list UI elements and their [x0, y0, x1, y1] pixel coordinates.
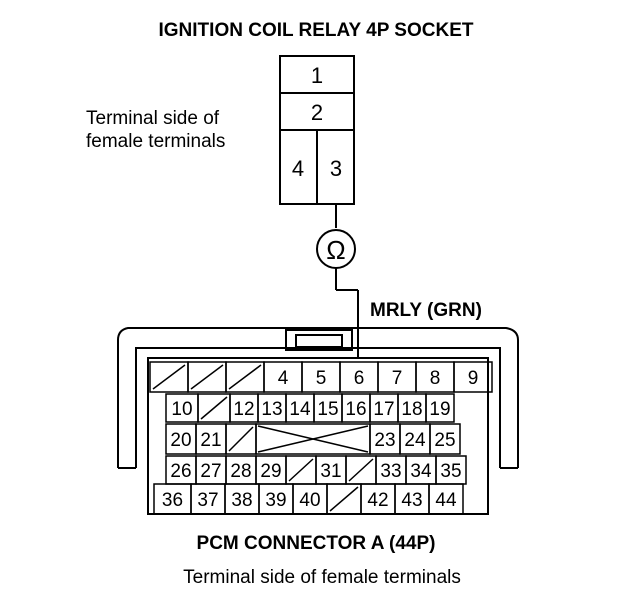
wire-label: MRLY (GRN): [370, 300, 482, 321]
pcm-terminal-25: 25: [434, 430, 455, 451]
pcm-terminal-44: 44: [435, 490, 457, 511]
pcm-terminal-12: 12: [233, 399, 254, 420]
pcm-empty-cell-slash: [200, 396, 228, 420]
pcm-blocked-area-cross: [257, 425, 369, 453]
pcm-empty-cell-slash: [348, 458, 374, 482]
test-lead: [316, 204, 359, 358]
pcm-cell: [429, 423, 461, 455]
pcm-terminal-17: 17: [373, 399, 394, 420]
pcm-terminal-23: 23: [374, 430, 395, 451]
pcm-terminal-9: 9: [468, 368, 479, 389]
relay-terminal-1: 1: [311, 63, 323, 88]
pcm-terminal-13: 13: [261, 399, 282, 420]
pcm-terminal-18: 18: [401, 399, 422, 420]
pcm-terminal-38: 38: [231, 490, 252, 511]
pcm-empty-cell-slash: [228, 426, 254, 452]
pcm-terminal-21: 21: [200, 430, 221, 451]
pcm-empty-cell-slash: [152, 364, 186, 390]
pcm-title: PCM CONNECTOR A (44P): [197, 533, 436, 554]
pcm-empty-cell-slash: [288, 458, 314, 482]
pcm-terminal-6: 6: [354, 368, 365, 389]
relay-terminal-2: 2: [311, 100, 323, 125]
pcm-cell: [428, 483, 464, 515]
pcm-terminal-40: 40: [299, 490, 320, 511]
pcm-connector-housing: [117, 327, 519, 515]
pcm-terminal-43: 43: [401, 490, 422, 511]
pcm-terminal-14: 14: [289, 399, 311, 420]
pcm-empty-cell-slash: [329, 486, 359, 512]
relay-socket: [279, 55, 355, 205]
pcm-terminal-10: 10: [171, 399, 192, 420]
pcm-terminal-36: 36: [162, 490, 183, 511]
pcm-terminal-42: 42: [367, 490, 388, 511]
pcm-cell: [453, 361, 493, 393]
pcm-terminal-24: 24: [404, 430, 426, 451]
relay-title: IGNITION COIL RELAY 4P SOCKET: [159, 20, 474, 41]
pcm-empty-cell-slash: [228, 364, 262, 390]
pcm-terminal-33: 33: [380, 461, 401, 482]
pcm-terminal-39: 39: [265, 490, 286, 511]
pcm-terminal-27: 27: [200, 461, 221, 482]
relay-terminal-3: 3: [330, 156, 342, 181]
pcm-terminal-31: 31: [320, 461, 341, 482]
pcm-terminal-19: 19: [429, 399, 450, 420]
pcm-terminal-16: 16: [345, 399, 366, 420]
relay-side-label-line2: female terminals: [86, 131, 225, 152]
pcm-terminal-8: 8: [430, 368, 441, 389]
relay-terminal-4: 4: [292, 156, 304, 181]
pcm-terminal-34: 34: [410, 461, 432, 482]
pcm-terminal-15: 15: [317, 399, 338, 420]
pcm-terminal-5: 5: [316, 368, 327, 389]
pcm-terminal-28: 28: [230, 461, 251, 482]
ohmmeter-icon: Ω: [326, 235, 345, 265]
pcm-terminal-20: 20: [170, 430, 191, 451]
pcm-terminal-29: 29: [260, 461, 281, 482]
pcm-cell: [425, 393, 455, 423]
pcm-footer: Terminal side of female terminals: [183, 567, 461, 588]
pcm-terminal-35: 35: [440, 461, 461, 482]
pcm-terminal-7: 7: [392, 368, 403, 389]
relay-side-label-line1: Terminal side of: [86, 108, 220, 129]
pcm-terminal-26: 26: [170, 461, 191, 482]
pcm-terminal-37: 37: [197, 490, 218, 511]
pcm-empty-cell-slash: [190, 364, 224, 390]
pcm-terminal-4: 4: [278, 368, 289, 389]
pcm-connector-grid: 4 5 6 7 8 9 10 12 13 14 15 16 17 18 19 20 21 23 24 25 26 27 28…: [149, 361, 493, 515]
